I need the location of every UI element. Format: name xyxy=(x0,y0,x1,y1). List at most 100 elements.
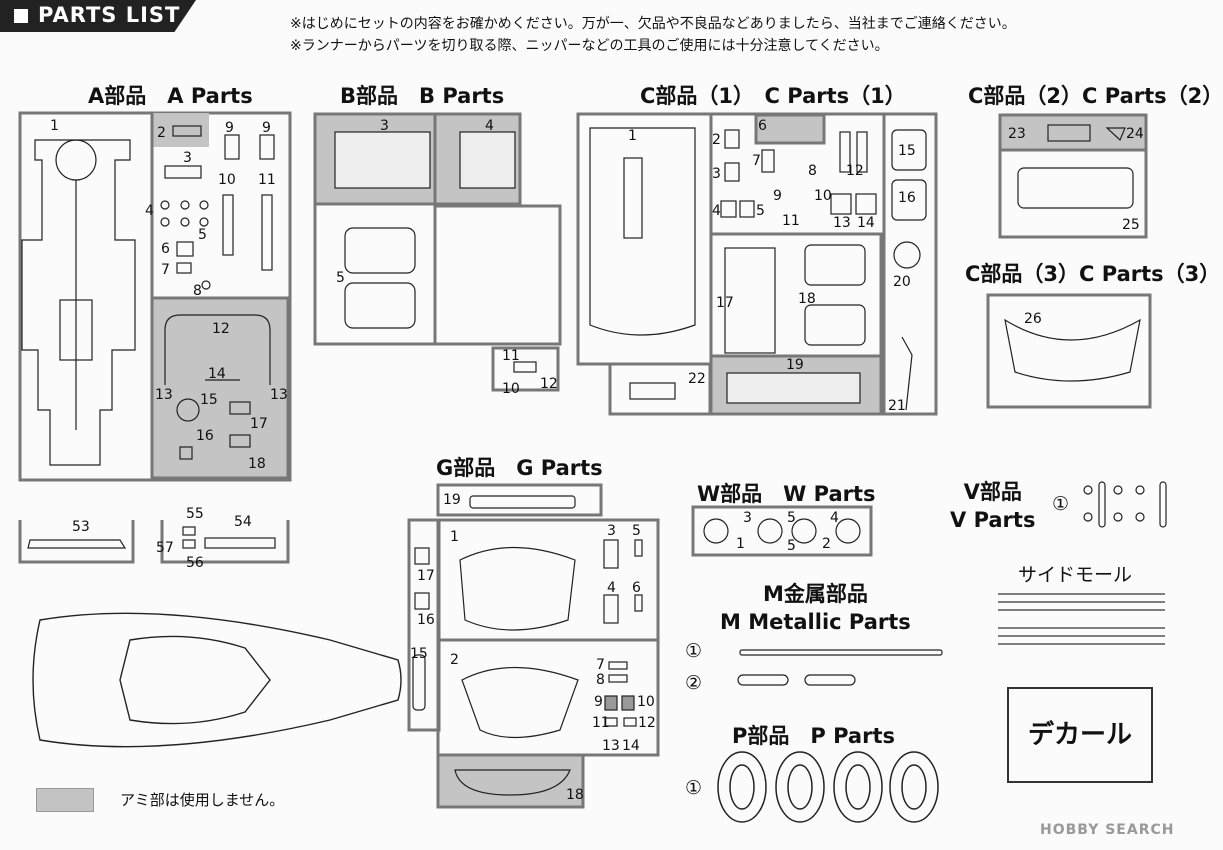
part-number: 14 xyxy=(208,366,226,382)
part-number: 14 xyxy=(857,215,875,231)
part-number: 9 xyxy=(225,120,234,136)
part-number: 55 xyxy=(186,506,204,522)
part-number: 57 xyxy=(156,540,174,556)
part-number: 53 xyxy=(72,519,90,535)
section-b-title: B部品 B Parts xyxy=(340,84,505,108)
m-part-circle-2: ② xyxy=(685,672,703,694)
section-c2-title: C部品（2）C Parts（2） xyxy=(968,84,1223,108)
part-number: 18 xyxy=(566,787,584,803)
part-number: 20 xyxy=(893,274,911,290)
part-number: 25 xyxy=(1122,217,1140,233)
part-number: 15 xyxy=(200,392,218,408)
part-number: 4 xyxy=(485,118,494,134)
part-number: 5 xyxy=(787,510,796,526)
section-m-title-en: M Metallic Parts xyxy=(720,610,911,634)
v-part-circle-1: ① xyxy=(1052,493,1070,515)
part-number: 9 xyxy=(594,694,603,710)
part-number: 9 xyxy=(262,120,271,136)
part-number: 12 xyxy=(540,376,558,392)
part-number: 5 xyxy=(632,523,641,539)
square-bullet-icon xyxy=(14,9,28,23)
part-number: 18 xyxy=(248,456,266,472)
part-number: 56 xyxy=(186,555,204,571)
part-number: 2 xyxy=(822,536,831,552)
watermark: HOBBY SEARCH xyxy=(1040,822,1175,838)
part-number: 21 xyxy=(888,398,906,414)
part-number: 3 xyxy=(712,166,721,182)
part-number: 19 xyxy=(443,492,461,508)
part-number: 4 xyxy=(607,580,616,596)
part-number: 12 xyxy=(846,163,864,179)
section-a-title: A部品 A Parts xyxy=(88,84,253,108)
part-number: 2 xyxy=(450,652,459,668)
part-number: 10 xyxy=(502,381,520,397)
part-number: 16 xyxy=(898,190,916,206)
part-number: 3 xyxy=(380,118,389,134)
part-number: 18 xyxy=(798,291,816,307)
part-number: 15 xyxy=(898,143,916,159)
mesh-legend-swatch xyxy=(36,788,94,812)
side-molding-title: サイドモール xyxy=(1018,564,1133,586)
part-number: 15 xyxy=(410,646,428,662)
part-number: 1 xyxy=(450,529,459,545)
part-number: 8 xyxy=(596,672,605,688)
part-number: 7 xyxy=(596,657,605,673)
part-number: 6 xyxy=(161,241,170,257)
part-number: 1 xyxy=(50,118,59,134)
part-number: 5 xyxy=(756,203,765,219)
section-g-title: G部品 G Parts xyxy=(436,456,603,480)
part-number: 3 xyxy=(607,523,616,539)
part-number: 10 xyxy=(218,172,236,188)
a-mesh-area xyxy=(150,296,290,480)
p-part-circle-1: ① xyxy=(685,777,703,799)
part-number: 4 xyxy=(830,510,839,526)
part-number: 13 xyxy=(833,215,851,231)
part-number: 6 xyxy=(632,580,641,596)
section-c1-title: C部品（1） C Parts（1） xyxy=(640,84,906,108)
part-number: 24 xyxy=(1126,126,1144,142)
section-v-title-jp: V部品 xyxy=(963,480,1022,504)
mesh-legend-text: アミ部は使用しません。 xyxy=(120,791,285,809)
w-parts xyxy=(703,518,861,544)
part-number: 10 xyxy=(814,188,832,204)
part-number: 4 xyxy=(145,203,154,219)
part-number: 19 xyxy=(786,357,804,373)
part-number: 17 xyxy=(417,568,435,584)
section-w-title: W部品 W Parts xyxy=(697,482,876,506)
part-number: 16 xyxy=(417,612,435,628)
part-number: 5 xyxy=(198,227,207,243)
part-number: 12 xyxy=(638,715,656,731)
part-number: 12 xyxy=(212,321,230,337)
section-c3-title: C部品（3）C Parts（3） xyxy=(965,262,1221,286)
page-title: PARTS LIST xyxy=(38,3,181,27)
m-part-circle-1: ① xyxy=(685,640,703,662)
part-number: 14 xyxy=(622,738,640,754)
car-body-sketch xyxy=(32,612,402,748)
part-number: 17 xyxy=(250,416,268,432)
m-parts xyxy=(737,649,943,686)
part-number: 13 xyxy=(602,738,620,754)
side-molding-strips xyxy=(998,593,1165,645)
section-m-title: M金属部品 M Metallic Parts xyxy=(720,580,911,636)
note-line-1: ※はじめにセットの内容をお確かめください。万が一、欠品や不良品などありましたら、… xyxy=(290,16,1016,32)
part-number: 54 xyxy=(234,514,252,530)
part-number: 8 xyxy=(808,163,817,179)
part-number: 11 xyxy=(782,213,800,229)
section-p-title: P部品 P Parts xyxy=(732,724,895,748)
part-number: 13 xyxy=(155,387,173,403)
p-tires xyxy=(717,751,939,823)
part-number: 5 xyxy=(336,270,345,286)
part-number: 1 xyxy=(628,128,637,144)
part-number: 2 xyxy=(157,125,166,141)
part-number: 5 xyxy=(787,538,796,554)
part-number: 10 xyxy=(637,694,655,710)
part-number: 23 xyxy=(1008,126,1026,142)
part-number: 8 xyxy=(193,283,202,299)
part-number: 11 xyxy=(592,715,610,731)
section-v-title: V部品 V Parts xyxy=(950,478,1035,534)
part-number: 9 xyxy=(773,188,782,204)
part-number: 26 xyxy=(1024,311,1042,327)
part-number: 6 xyxy=(758,118,767,134)
parts-list-header: PARTS LIST xyxy=(0,0,196,32)
